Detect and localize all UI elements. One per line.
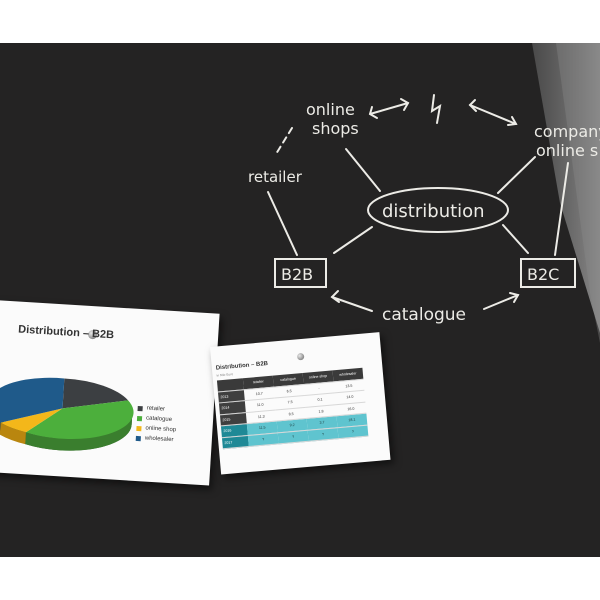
legend-label: wholesaler bbox=[144, 435, 174, 444]
label-b2b: B2B bbox=[281, 265, 313, 284]
table-cell: ? bbox=[307, 427, 339, 442]
lightning-icon bbox=[430, 94, 442, 124]
label-company-online: online s bbox=[536, 141, 598, 160]
label-online: online bbox=[306, 100, 355, 119]
legend-item: wholesaler bbox=[135, 433, 176, 445]
table-card-title: Distribution – B2B bbox=[215, 361, 269, 372]
label-catalogue: catalogue bbox=[382, 305, 466, 325]
chalk-diagram: online shops company online s retailer d… bbox=[248, 94, 600, 325]
table-row-year: 2017 bbox=[221, 435, 249, 449]
pie-legend: retailer catalogue online shop wholesale… bbox=[135, 403, 178, 445]
double-arrow-icon bbox=[368, 98, 518, 126]
label-b2c: B2C bbox=[527, 265, 559, 284]
legend-swatch bbox=[135, 435, 141, 441]
b2b-box bbox=[274, 258, 327, 288]
legend-label: retailer bbox=[146, 405, 166, 413]
legend-label: catalogue bbox=[145, 415, 173, 424]
table-cell: ? bbox=[277, 429, 309, 444]
legend-swatch bbox=[136, 415, 143, 421]
legend-label: online shop bbox=[145, 425, 177, 434]
table-cell: ? bbox=[337, 424, 369, 439]
table-card-subtitle: in Mio Euro bbox=[216, 372, 234, 378]
blackboard: online shops company online s retailer d… bbox=[0, 43, 600, 557]
label-retailer: retailer bbox=[248, 168, 303, 186]
legend-swatch bbox=[136, 425, 142, 431]
catalogue-arrows bbox=[330, 290, 520, 312]
label-shops: shops bbox=[312, 119, 359, 138]
table-card: Distribution – B2B in Mio Euro retailer … bbox=[210, 332, 391, 475]
table-cell: ? bbox=[247, 432, 279, 447]
label-company: company bbox=[534, 122, 600, 141]
legend-swatch bbox=[137, 405, 143, 411]
b2c-box bbox=[520, 258, 576, 288]
data-table: retailer catalogue online shop wholesale… bbox=[216, 367, 369, 449]
distribution-ellipse bbox=[367, 187, 509, 233]
light-glare bbox=[532, 43, 600, 343]
pie-chart-3d bbox=[0, 377, 134, 451]
pie-card-title: Distribution – B2B bbox=[17, 323, 115, 342]
pushpin-icon bbox=[296, 352, 305, 361]
pie-chart-card: Distribution – B2B retailer catalogue on… bbox=[0, 300, 220, 486]
label-distribution: distribution bbox=[382, 201, 485, 222]
